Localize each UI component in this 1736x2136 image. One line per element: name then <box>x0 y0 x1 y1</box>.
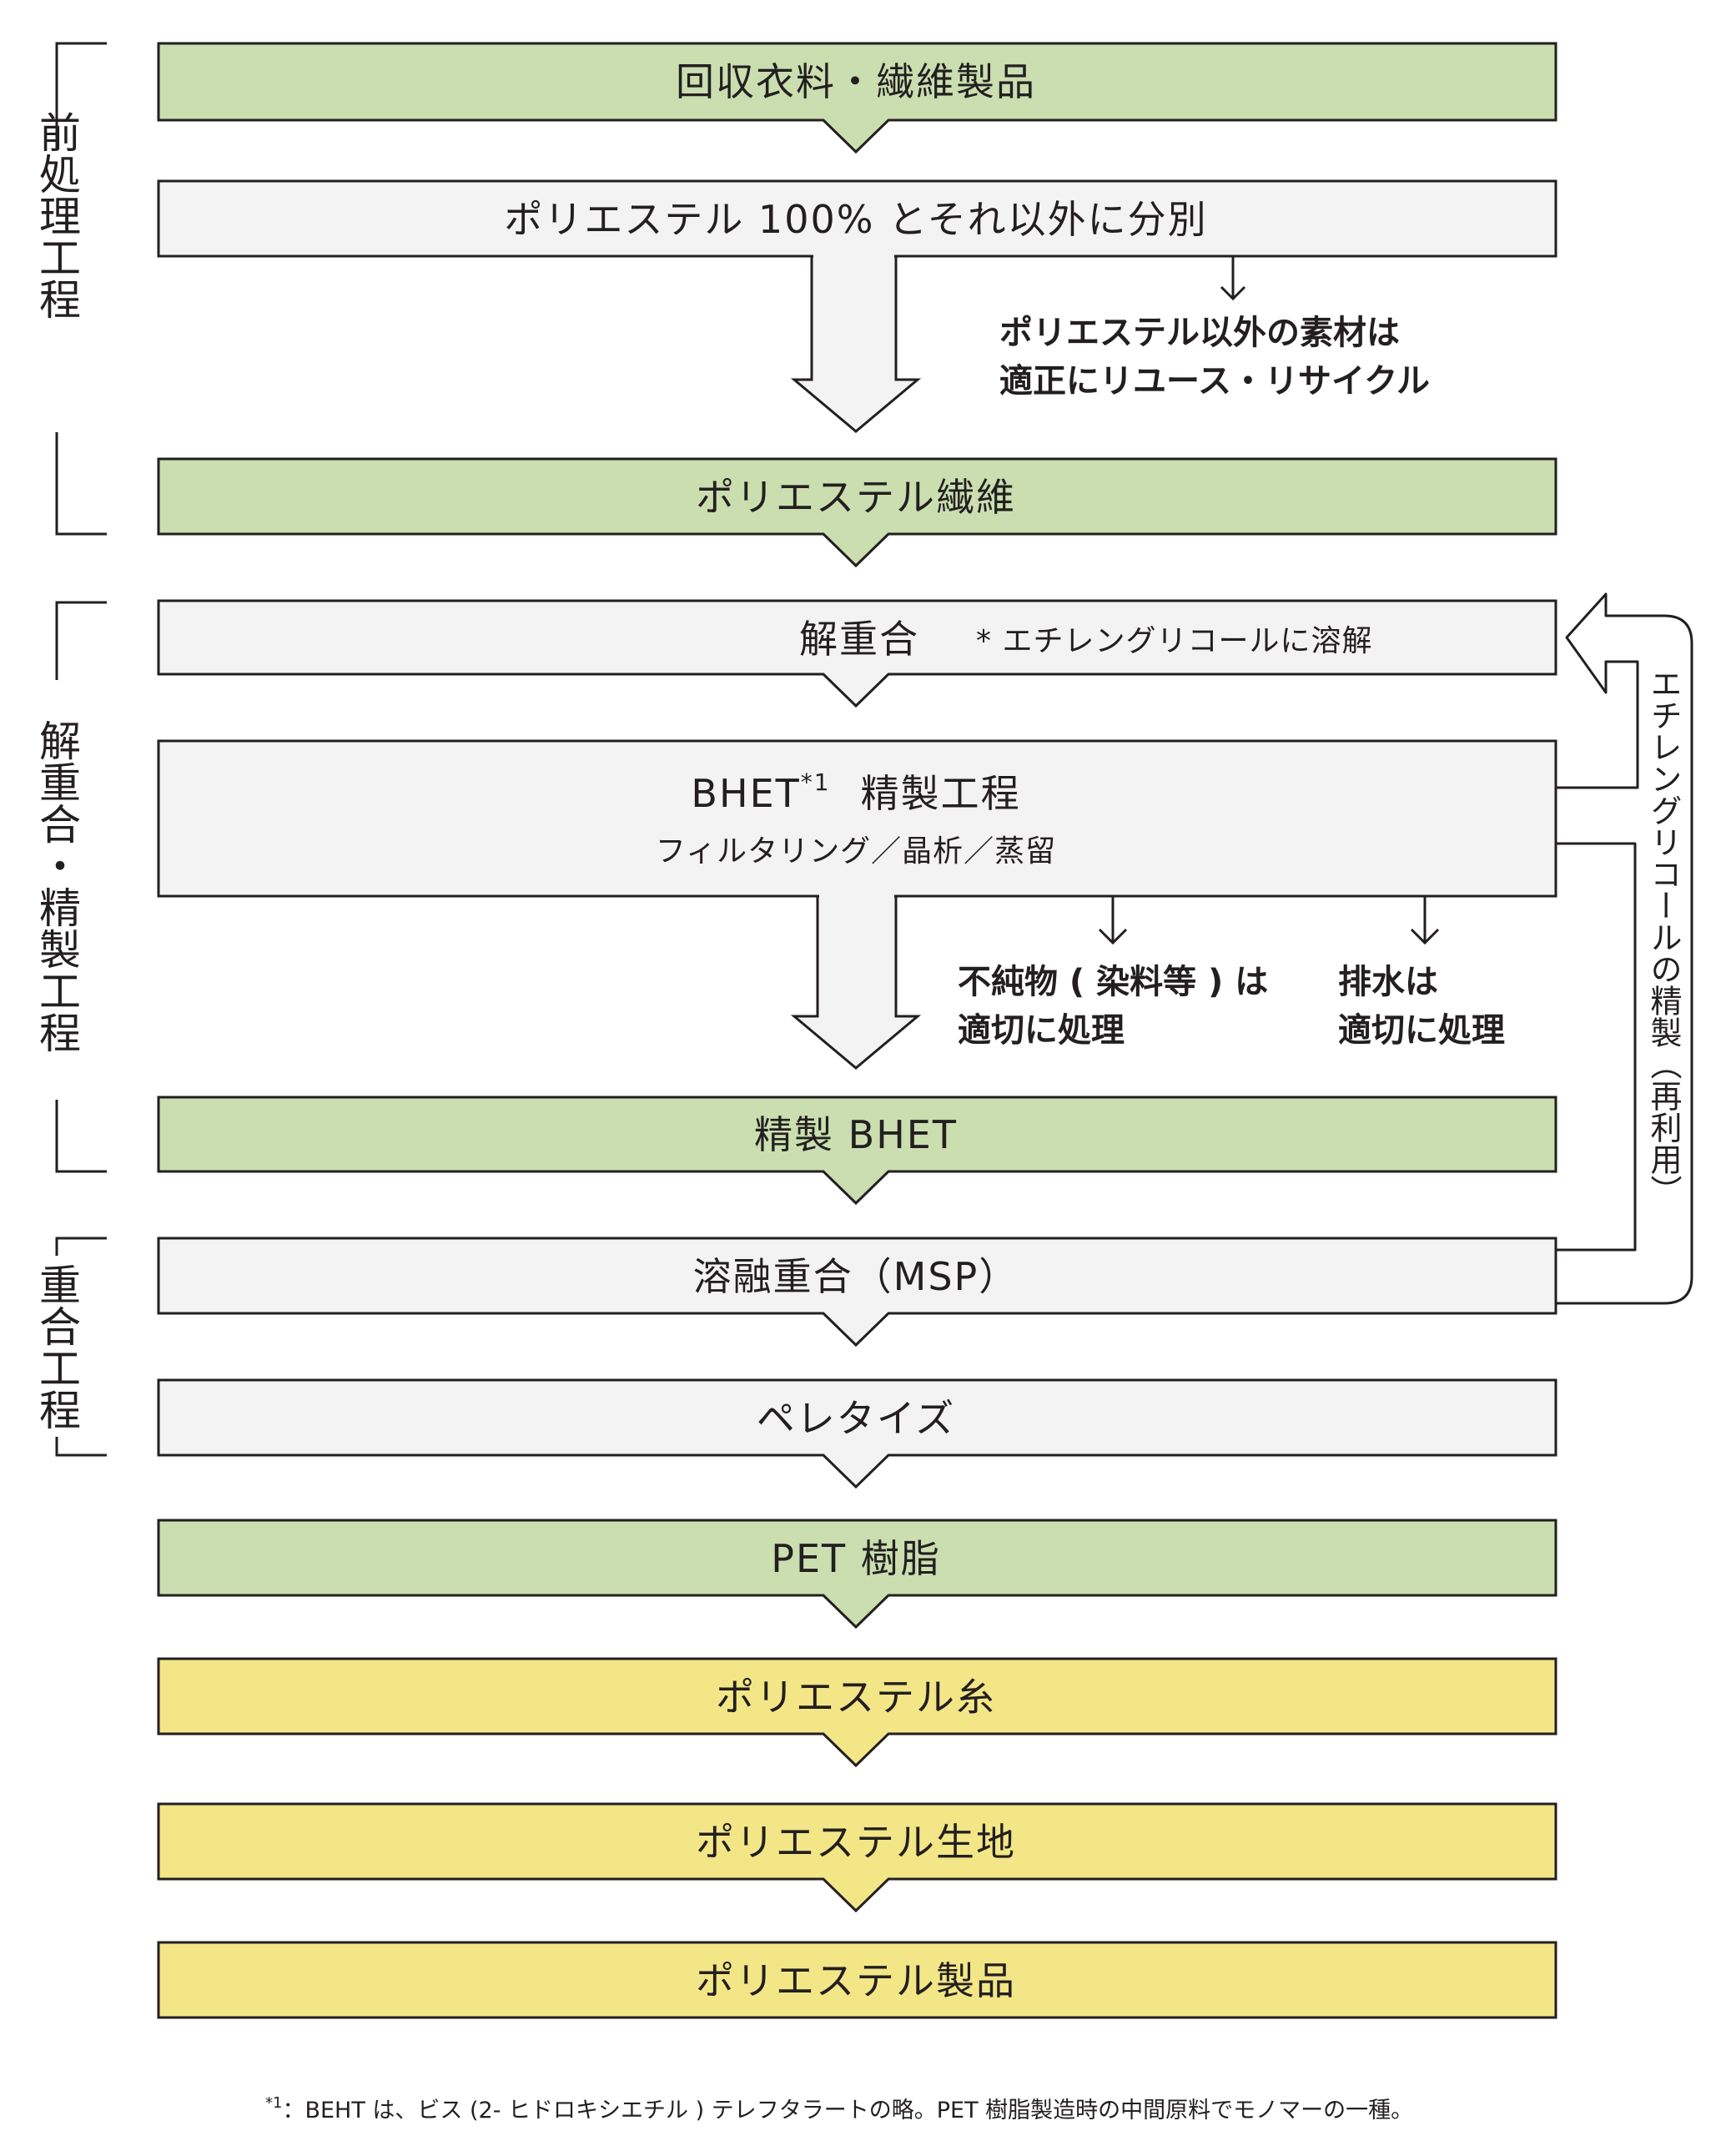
bhet-footnote-mark: *1 <box>801 768 831 796</box>
box-bhet-purification-methods: フィルタリング／晶析／蒸留 <box>656 834 1056 869</box>
recycle-loop-arrow <box>1554 592 1693 1305</box>
box-depolymerization-note: * エチレングリコールに溶解 <box>976 624 1372 658</box>
box-pet-resin <box>157 1519 1557 1630</box>
box-bhet-purification-title: BHET*1 精製工程 <box>691 768 1020 816</box>
note-impurities-line2: 適切に処理 <box>958 1011 1125 1050</box>
box-polyester-products <box>157 1941 1557 2019</box>
box-purified-bhet <box>157 1096 1557 1206</box>
stage-label-pretreatment: 前処理工程 <box>33 111 81 320</box>
flow-arrow-sorting-to-fiber <box>790 254 922 433</box>
box-polyester-fiber-label: ポリエステル繊維 <box>696 475 1016 520</box>
footnote: *1：BEHT は、ビス (2- ヒドロキシエチル ) テレフタラートの略。PE… <box>265 2094 1413 2123</box>
note-drainage-line1: 排水は <box>1338 963 1438 1001</box>
box-polyester-products-label: ポリエステル製品 <box>696 1958 1016 2003</box>
box-collected-clothing <box>157 42 1557 154</box>
box-polyester-yarn-label: ポリエステル糸 <box>716 1675 996 1720</box>
stage-label-depolymerization: 解重合・精製工程 <box>33 719 81 1053</box>
stage-bracket-polymerization <box>55 1237 107 1457</box>
box-sorting-label: ポリエステル 100% とそれ以外に分別 <box>504 197 1207 242</box>
recycle-loop-label: エチレングリコールの精製（再利用） <box>1645 668 1682 1207</box>
note-impurities-line1: 不純物 ( 染料等 ) は <box>958 963 1268 1001</box>
box-melt-polymerization-label: 溶融重合（MSP） <box>693 1254 1019 1299</box>
box-depolymerization-label: 解重合 <box>799 617 919 662</box>
note-drainage-line2: 適切に処理 <box>1338 1011 1505 1050</box>
stage-bracket-depolymerization <box>55 601 107 1173</box>
box-pelletize-label: ペレタイズ <box>757 1396 956 1441</box>
footnote-text: ：BEHT は、ビス (2- ヒドロキシエチル ) テレフタラートの略。PET … <box>282 2098 1413 2123</box>
branch-arrow-non-polyester <box>1220 256 1246 301</box>
footnote-mark: *1 <box>265 2094 282 2112</box>
bhet-title-suffix: 精製工程 <box>861 771 1021 816</box>
branch-arrow-drainage <box>1410 896 1440 945</box>
note-non-polyester-line2: 適正にリユース・リサイクル <box>999 362 1430 400</box>
stage-bracket-pretreatment <box>55 42 107 536</box>
box-sorting <box>157 179 1557 258</box>
box-depolymerization <box>157 599 1557 708</box>
box-bhet-purification <box>157 739 1557 898</box>
box-polyester-fiber <box>157 457 1557 568</box>
bhet-title: BHET <box>691 771 800 816</box>
branch-arrow-impurities <box>1098 896 1128 945</box>
flow-arrow-bhet-to-purified <box>790 894 922 1070</box>
stage-label-polymerization: 重合工程 <box>33 1263 81 1430</box>
box-polyester-fabric <box>157 1802 1557 1913</box>
box-purified-bhet-label: 精製 BHET <box>754 1112 958 1157</box>
box-pet-resin-label: PET 樹脂 <box>771 1536 941 1581</box>
box-pelletize <box>157 1378 1557 1489</box>
box-collected-clothing-label: 回収衣料・繊維製品 <box>676 59 1036 104</box>
note-non-polyester-line1: ポリエステル以外の素材は <box>999 314 1400 352</box>
box-polyester-fabric-label: ポリエステル生地 <box>696 1820 1016 1865</box>
box-polyester-yarn <box>157 1657 1557 1768</box>
